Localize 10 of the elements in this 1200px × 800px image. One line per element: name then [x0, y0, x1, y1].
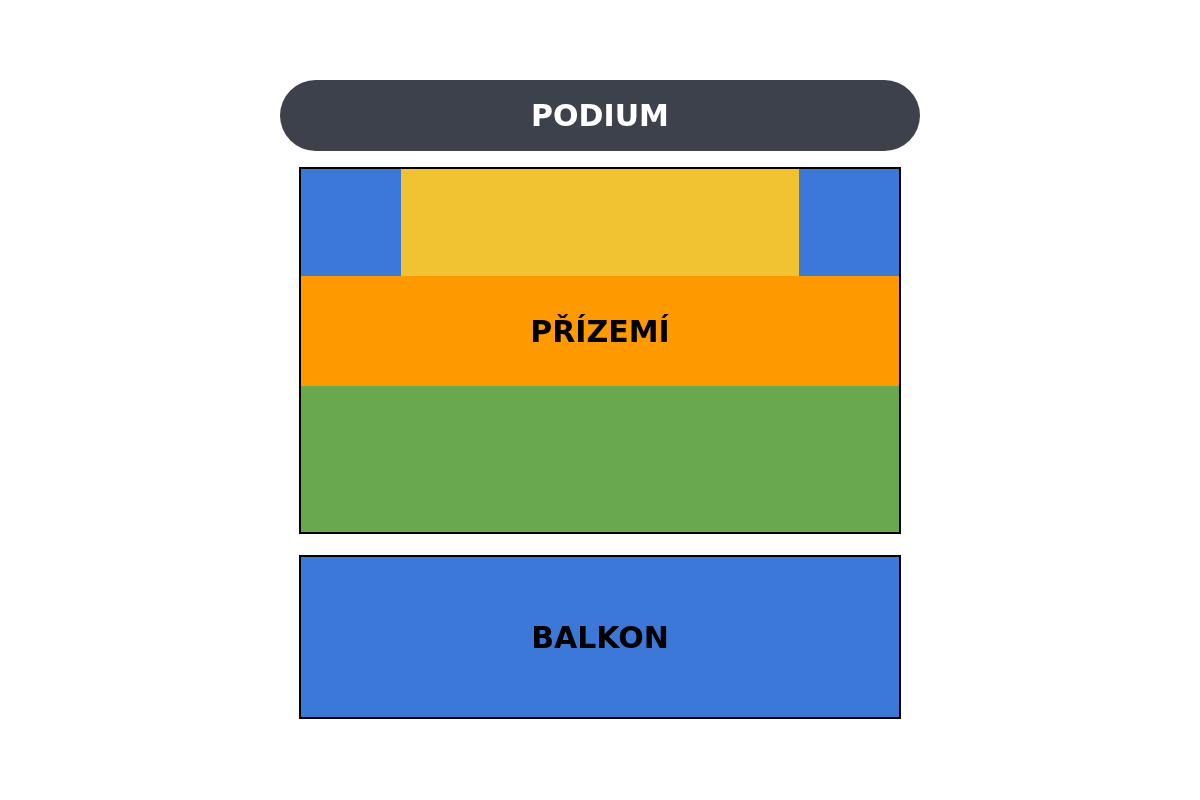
seating-zone — [301, 276, 899, 386]
zone-label: PŘÍZEMÍ — [530, 313, 670, 349]
zone-label: BALKON — [531, 619, 669, 655]
balcony-zone — [299, 555, 901, 719]
seating-zone — [799, 169, 899, 276]
seating-zone — [401, 169, 799, 276]
seating-zone — [301, 169, 401, 276]
zone-label: PODIUM — [531, 98, 669, 133]
floor-area — [299, 167, 901, 534]
seating-zone — [301, 386, 899, 532]
